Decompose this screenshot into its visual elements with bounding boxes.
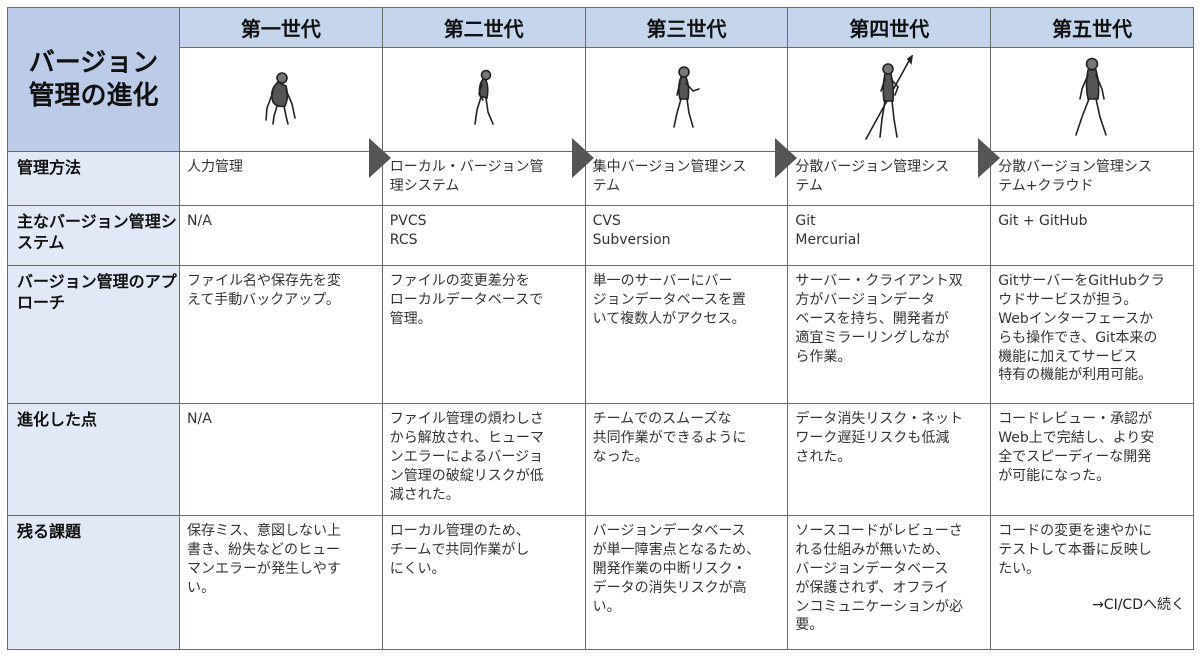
table-title: バージョン管理の進化: [7, 7, 180, 152]
early-human-icon: [673, 65, 701, 128]
table-row: バージョン管理のアプローチ ファイル名や保存先を変えて手動バックアップ。 ファイ…: [7, 265, 1194, 404]
gen-header-1: 第一世代: [179, 7, 383, 48]
cell-issues-gen1: 保存ミス、意図しない上書き、紛失などのヒューマンエラーが発生しやすい。: [179, 515, 383, 650]
cell-issues-gen5: コードの変更を速やかにテストして本番に反映したい。 →CI/CDへ続く: [990, 515, 1194, 650]
cell-approach-gen3: 単一のサーバーにバージョンデータベースを置いて複数人がアクセス。: [584, 265, 789, 404]
cell-method-gen2: ローカル・バージョン管理システム: [381, 151, 586, 206]
cell-improvements-gen4: データ消失リスク・ネットワーク遅延リスクも低減された。: [787, 403, 992, 516]
gen-image-cell-5: [990, 47, 1194, 152]
cell-issues-gen2: ローカル管理のため、チームで共同作業がしにくい。: [381, 515, 586, 650]
row-header-method: 管理方法: [7, 151, 180, 206]
progress-arrow-icon: [775, 138, 797, 178]
cell-approach-gen4: サーバー・クライアント双方がバージョンデータベースを持ち、開発者が適宜ミラーリン…: [787, 265, 992, 404]
hunched-hominid-icon: [473, 69, 494, 125]
progress-arrow-icon: [978, 138, 1000, 178]
cell-method-gen3: 集中バージョン管理システム: [584, 151, 789, 206]
row-header-systems: 主なバージョン管理システム: [7, 205, 180, 266]
cell-systems-gen1: N/A: [179, 205, 383, 266]
row-header-improvements: 進化した点: [7, 403, 180, 516]
cell-approach-gen5: GitサーバーをGitHubクラウドサービスが担う。Webインターフェースからも…: [990, 265, 1194, 404]
gen-header-2: 第二世代: [381, 7, 586, 48]
gen-image-cell-2: [381, 47, 586, 152]
row-header-approach: バージョン管理のアプローチ: [7, 265, 180, 404]
cell-approach-gen2: ファイルの変更差分をローカルデータベースで管理。: [381, 265, 586, 404]
cell-approach-gen1: ファイル名や保存先を変えて手動バックアップ。: [179, 265, 383, 404]
continue-note: →CI/CDへ続く: [1092, 597, 1185, 614]
gen-header-5: 第五世代: [990, 7, 1194, 48]
gen-image-cell-1: [179, 47, 383, 152]
cell-method-gen1: 人力管理: [179, 151, 383, 206]
cell-systems-gen5: Git + GitHub: [990, 205, 1194, 266]
spear-human-icon: [865, 54, 914, 140]
ape-figure-icon: [265, 71, 296, 125]
row-header-remaining-issues: 残る課題: [7, 515, 180, 650]
progress-arrow-icon: [369, 138, 391, 178]
cell-improvements-gen3: チームでのスムーズな共同作業ができるようになった。: [584, 403, 789, 516]
cell-issues-gen4: ソースコードがレビューされる仕組みが無いため、バージョンデータベースが保護されず…: [787, 515, 992, 650]
gen-image-cell-4: [787, 47, 992, 152]
cell-issues-gen3: バージョンデータベースが単一障害点となるため、開発作業の中断リスク・データの消失…: [584, 515, 789, 650]
evolution-table: バージョン管理の進化 第一世代 第二世代 第三世代 第四世代 第五世代: [7, 7, 1194, 650]
cell-improvements-gen1: N/A: [179, 403, 383, 516]
cell-method-gen5: 分散バージョン管理システム+クラウド: [990, 151, 1194, 206]
version-control-evolution-table: バージョン管理の進化 第一世代 第二世代 第三世代 第四世代 第五世代: [7, 7, 1194, 650]
cell-improvements-gen2: ファイル管理の煩わしさから解放され、ヒューマンエラーによるバージョン管理の破綻リ…: [381, 403, 586, 516]
table-row: 進化した点 N/A ファイル管理の煩わしさから解放され、ヒューマンエラーによるバ…: [7, 403, 1194, 516]
modern-human-icon: [1075, 57, 1107, 136]
cell-method-gen4: 分散バージョン管理システム: [787, 151, 992, 206]
table-title-text: バージョン管理の進化: [28, 48, 159, 111]
gen-header-3: 第三世代: [584, 7, 789, 48]
table-row: 残る課題 保存ミス、意図しない上書き、紛失などのヒューマンエラーが発生しやすい。…: [7, 515, 1194, 650]
progress-arrow-icon: [572, 138, 594, 178]
gen-header-4: 第四世代: [787, 7, 992, 48]
table-row: 管理方法 人力管理 ローカル・バージョン管理システム 集中バージョン管理システム…: [7, 151, 1194, 206]
gen-image-cell-3: [584, 47, 789, 152]
